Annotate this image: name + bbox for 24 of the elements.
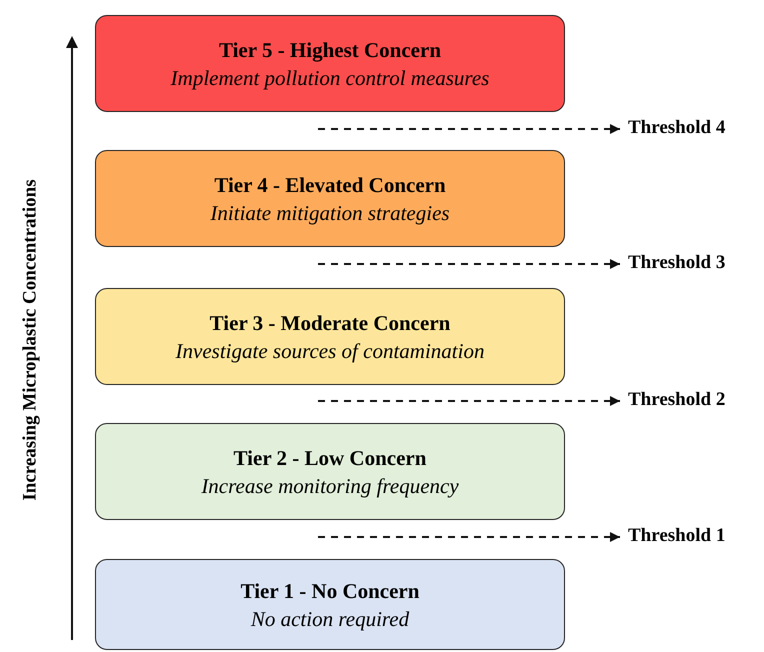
tier-heading: Tier 1 - No Concern <box>240 578 420 604</box>
threshold-label: Threshold 4 <box>628 117 762 141</box>
tier-heading: Tier 4 - Elevated Concern <box>214 172 446 198</box>
dashed-arrow <box>318 396 620 406</box>
threshold-label: Threshold 2 <box>628 389 762 413</box>
axis-label: Increasing Microplastic Concentrations <box>19 179 42 501</box>
action-text: Implement pollution control measures <box>170 64 490 92</box>
tier-box <box>95 15 565 112</box>
action-text: Investigate sources of contamination <box>176 338 484 364</box>
action-text: No action required <box>250 606 410 632</box>
action-text: Initiate mitigation strategies <box>210 200 450 226</box>
dashed-arrow <box>318 259 620 269</box>
action-text: Increase monitoring frequency <box>201 472 459 500</box>
tier-heading: Tier 2 - Low Concern <box>234 444 426 472</box>
tier-box <box>95 423 565 520</box>
tier-heading: Tier 5 - Highest Concern <box>218 36 442 64</box>
threshold-label: Threshold 3 <box>628 252 762 276</box>
threshold-label: Threshold 1 <box>628 525 762 549</box>
dashed-arrow <box>318 124 620 134</box>
tier-box <box>95 559 565 650</box>
tier-box <box>95 150 565 247</box>
tier-heading: Tier 3 - Moderate Concern <box>210 310 450 336</box>
dashed-arrow <box>318 532 620 542</box>
tier-box <box>95 288 565 385</box>
